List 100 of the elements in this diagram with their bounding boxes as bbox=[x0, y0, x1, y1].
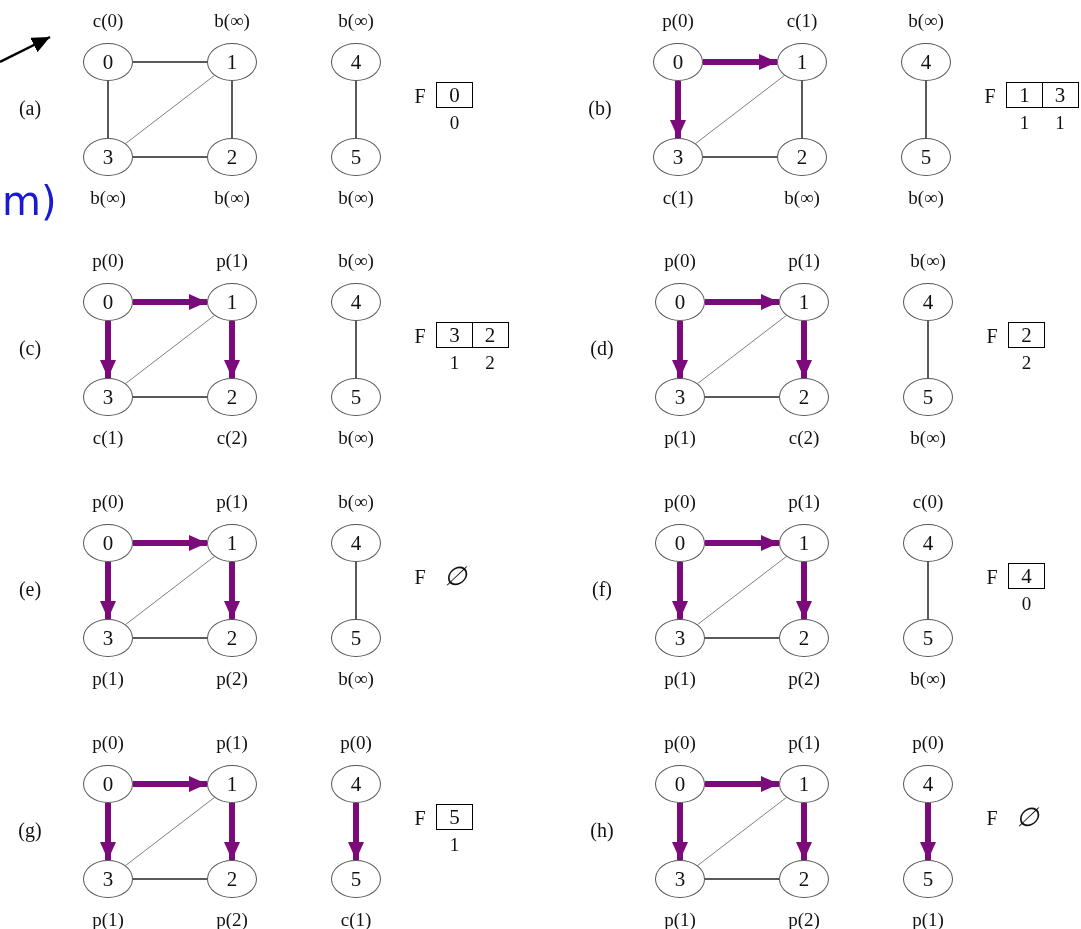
vertex-number: 5 bbox=[350, 146, 362, 168]
queue-entry: 0 bbox=[449, 84, 460, 106]
state-label: c(1) bbox=[662, 187, 694, 207]
arrow bbox=[703, 54, 777, 70]
state-label: p(1) bbox=[216, 732, 248, 752]
arrow bbox=[224, 562, 240, 619]
queue-cell bbox=[436, 804, 473, 830]
partial-heading-text: m) bbox=[2, 181, 57, 221]
vertex-number: 1 bbox=[226, 291, 238, 313]
queue-label: F bbox=[414, 326, 426, 346]
vertex-number: 1 bbox=[798, 532, 810, 554]
arrow bbox=[100, 803, 116, 860]
vertex-number: 3 bbox=[102, 386, 114, 408]
queue-entry: 5 bbox=[449, 806, 460, 828]
state-label: c(0) bbox=[92, 10, 124, 30]
state-label: p(2) bbox=[216, 909, 248, 929]
vertex-number: 5 bbox=[922, 627, 934, 649]
empty-set-symbol: ∅ bbox=[1015, 805, 1039, 831]
vertex-number: 0 bbox=[672, 51, 684, 73]
edge-line bbox=[704, 396, 780, 398]
vertex-number: 2 bbox=[226, 868, 238, 890]
vertex-number: 3 bbox=[102, 146, 114, 168]
vertex-circle bbox=[207, 43, 257, 81]
vertex-circle bbox=[83, 43, 133, 81]
vertex-circle bbox=[83, 765, 133, 803]
vertex-circle bbox=[83, 138, 133, 176]
vertex-circle bbox=[655, 860, 705, 898]
state-label: b(∞) bbox=[90, 187, 126, 207]
distance-label: 1 bbox=[449, 834, 460, 854]
panel-label: (f) bbox=[592, 579, 612, 599]
vertex-circle bbox=[83, 524, 133, 562]
state-label: p(1) bbox=[216, 491, 248, 511]
edge-line bbox=[801, 80, 803, 139]
vertex-number: 1 bbox=[798, 291, 810, 313]
vertex-circle bbox=[903, 524, 953, 562]
panel-label: (d) bbox=[590, 338, 614, 358]
vertex-circle bbox=[779, 283, 829, 321]
vertex-number: 3 bbox=[102, 868, 114, 890]
state-label: c(0) bbox=[912, 491, 944, 511]
vertex-number: 2 bbox=[796, 146, 808, 168]
queue-label: F bbox=[986, 326, 998, 346]
edge-line bbox=[702, 156, 778, 158]
vertex-number: 3 bbox=[672, 146, 684, 168]
queue-entry: 4 bbox=[1021, 565, 1032, 587]
vertex-number: 2 bbox=[798, 627, 810, 649]
state-label: p(1) bbox=[92, 668, 124, 688]
state-label: b(∞) bbox=[338, 668, 374, 688]
vertex-number: 5 bbox=[350, 386, 362, 408]
state-label: p(1) bbox=[664, 909, 696, 929]
vertex-number: 2 bbox=[798, 386, 810, 408]
vertex-number: 3 bbox=[102, 627, 114, 649]
vertex-circle bbox=[655, 283, 705, 321]
edge-line bbox=[355, 561, 357, 620]
queue-cell bbox=[1008, 322, 1045, 348]
vertex-circle bbox=[901, 138, 951, 176]
vertex-circle bbox=[331, 43, 381, 81]
edge-line bbox=[132, 61, 208, 63]
distance-label: 0 bbox=[1021, 593, 1032, 613]
vertex-circle bbox=[903, 765, 953, 803]
vertex-number: 5 bbox=[920, 146, 932, 168]
queue-entry: 2 bbox=[1021, 324, 1032, 346]
state-label: p(1) bbox=[664, 668, 696, 688]
panel-label: (e) bbox=[18, 579, 42, 599]
vertex-circle bbox=[207, 619, 257, 657]
arrow bbox=[705, 294, 779, 310]
vertex-circle bbox=[655, 378, 705, 416]
edge-line bbox=[125, 797, 215, 866]
state-label: p(0) bbox=[912, 732, 944, 752]
arrow bbox=[796, 803, 812, 860]
vertex-number: 4 bbox=[922, 291, 934, 313]
arrow bbox=[920, 803, 936, 860]
edge-line bbox=[704, 878, 780, 880]
edge-line bbox=[697, 797, 787, 866]
vertex-number: 2 bbox=[798, 868, 810, 890]
vertex-circle bbox=[83, 619, 133, 657]
vertex-number: 4 bbox=[920, 51, 932, 73]
state-label: c(2) bbox=[788, 427, 820, 447]
vertex-circle bbox=[655, 524, 705, 562]
vertex-circle bbox=[779, 619, 829, 657]
vertex-circle bbox=[207, 283, 257, 321]
state-label: b(∞) bbox=[784, 187, 820, 207]
edge-line bbox=[132, 878, 208, 880]
queue-label: F bbox=[984, 86, 996, 106]
vertex-number: 5 bbox=[922, 868, 934, 890]
vertex-number: 3 bbox=[674, 868, 686, 890]
state-label: p(1) bbox=[788, 732, 820, 752]
vertex-circle bbox=[83, 860, 133, 898]
queue-cell bbox=[1006, 82, 1043, 108]
vertex-circle bbox=[331, 283, 381, 321]
state-label: p(0) bbox=[664, 250, 696, 270]
state-label: p(0) bbox=[92, 491, 124, 511]
vertex-circle bbox=[777, 138, 827, 176]
edge-line bbox=[697, 556, 787, 625]
vertex-number: 0 bbox=[674, 532, 686, 554]
arrow bbox=[672, 321, 688, 378]
arrow bbox=[672, 562, 688, 619]
vertex-circle bbox=[903, 378, 953, 416]
vertex-number: 5 bbox=[350, 868, 362, 890]
edge-line bbox=[927, 561, 929, 620]
state-label: b(∞) bbox=[910, 250, 946, 270]
